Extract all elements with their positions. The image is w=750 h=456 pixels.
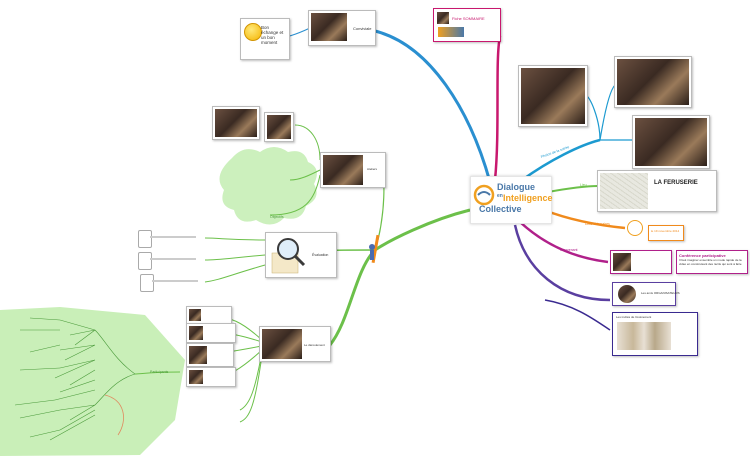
date-text: le 19 novembre 2014 (651, 229, 680, 233)
lieu-node[interactable]: LA FERUSERIE (597, 170, 717, 212)
conference-text: Il faut imaginer ensemble un mode rapide… (679, 258, 742, 266)
small-node[interactable] (140, 274, 154, 292)
pencil-person-icon (369, 234, 380, 263)
organisation-node[interactable]: Les amis ORGANISATEURS (612, 282, 680, 306)
clock-icon (627, 220, 643, 236)
photo-node-1[interactable] (518, 65, 588, 127)
participant-node-2[interactable] (186, 323, 236, 343)
objectifs-photo-node-2[interactable] (264, 112, 294, 142)
photo-node-3[interactable] (632, 115, 710, 169)
lieu-branch-label: Lieu (580, 183, 587, 187)
small-node-line (150, 258, 196, 260)
bon-echange-label: Bon échange et un bon moment (261, 25, 284, 45)
green-cluster-zone (0, 307, 185, 456)
magnifier-icon (271, 238, 306, 274)
conference-node[interactable]: Conférence participative Il faut imagine… (676, 250, 748, 274)
participant-photo-1 (189, 309, 201, 321)
small-node[interactable] (138, 252, 152, 270)
branch-purple-right (513, 224, 611, 302)
participant-node-4[interactable] (186, 367, 236, 387)
center-title-line3: Intelligence (503, 193, 553, 203)
participant-photo-2 (189, 326, 203, 340)
green-cloud (219, 147, 317, 225)
center-title-line1: Dialogue (497, 182, 536, 192)
participants-label: Participants (150, 370, 169, 374)
smiley-icon (244, 23, 262, 41)
branch-green-right (547, 185, 599, 193)
branch-green-left (328, 208, 471, 346)
evaluation-label: Évaluation (312, 253, 329, 257)
conference-title: Conférence participative (679, 253, 726, 258)
branch-teal-right (521, 138, 601, 182)
invites-label: Les invités de l'événement (616, 315, 652, 319)
bon-echange-node[interactable]: Bon échange et un bon moment (240, 18, 290, 60)
fiche-sommaire-label: Fiche SOMMAIRE (452, 16, 485, 21)
deroulement-node[interactable]: Le déroulement (259, 326, 331, 362)
participant-node-1[interactable] (186, 306, 232, 324)
date-branch-label: Date et horaires (585, 222, 610, 226)
objectifs-label: Objectifs (270, 215, 284, 219)
dialogue-logo-icon (473, 184, 495, 206)
participant-photo-4 (189, 370, 203, 384)
invites-node[interactable]: Les invités de l'événement (612, 312, 698, 356)
ateliers-node[interactable]: Ateliers (320, 152, 386, 188)
branch-pink-top (493, 35, 502, 181)
deroulement-label: Le déroulement (304, 343, 325, 347)
conviviale-node[interactable]: Conviviale (308, 10, 376, 46)
conviviale-label: Conviviale (353, 26, 372, 31)
small-node[interactable] (138, 230, 152, 248)
participant-node-3[interactable] (186, 343, 234, 367)
participant-photo-3 (189, 346, 207, 364)
organisateur-photo (618, 285, 636, 303)
center-title-line4: Collective (479, 204, 522, 214)
objectifs-photo-1 (215, 109, 257, 137)
small-node-line (150, 236, 196, 238)
branch-orange-right (543, 208, 626, 230)
invites-group-photo (617, 322, 671, 350)
photo-3 (635, 118, 707, 166)
conviviale-photo (311, 13, 347, 41)
intervenant-node[interactable] (610, 250, 672, 274)
photo-2 (617, 59, 689, 105)
map-thumbnail (600, 173, 648, 209)
branch-purple-lower (544, 299, 611, 331)
center-title-line2: en (497, 193, 503, 199)
evaluation-node[interactable]: Évaluation (265, 232, 337, 278)
fiche-sommaire-node[interactable]: Fiche SOMMAIRE (433, 8, 501, 42)
fiche-avatar (437, 12, 449, 24)
photo-node-2[interactable] (614, 56, 692, 108)
organisation-label: Les amis ORGANISATEURS (641, 291, 680, 295)
branch-blue-top (374, 29, 492, 183)
intervenant-branch-label: Intervenant (560, 248, 578, 252)
photo-1 (521, 68, 585, 124)
center-node[interactable]: Dialogue en Intelligence Collective (470, 176, 553, 224)
lieu-name: LA FERUSERIE (654, 180, 698, 186)
intervenant-photo (613, 253, 631, 271)
fiche-logo-icon (438, 27, 464, 37)
deroulement-photo (262, 329, 302, 359)
ateliers-photo (323, 155, 363, 185)
date-node[interactable]: le 19 novembre 2014 (648, 225, 684, 241)
ateliers-label: Ateliers (367, 167, 378, 171)
objectifs-photo-2 (267, 115, 291, 139)
branch-magenta-right (519, 221, 609, 264)
objectifs-photo-node-1[interactable] (212, 106, 260, 140)
small-node-line (152, 280, 198, 282)
